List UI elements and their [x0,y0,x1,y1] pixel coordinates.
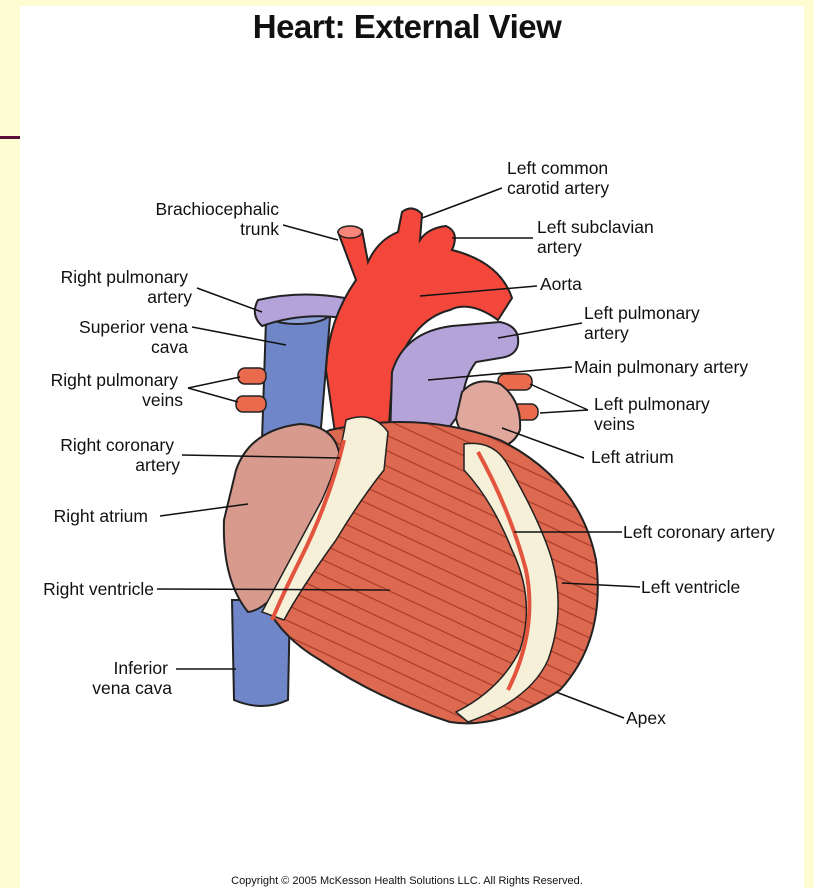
label-left-subclavian-line2: artery [537,237,582,257]
label-left-pulmonary-artery-line1: Left pulmonary [584,303,700,323]
label-left-atrium: Left atrium [591,447,674,467]
copyright-notice: Copyright © 2005 McKesson Health Solutio… [0,875,814,887]
label-left-common-carotid-line2: carotid artery [507,178,609,198]
right-pulmonary-vein-upper [238,368,266,384]
label-apex: Apex [626,708,666,728]
label-left-common-carotid-line1: Left common [507,158,608,178]
label-inferior-vena-cava-line2: vena cava [92,678,172,698]
label-brachiocephalic-line2: trunk [240,219,279,239]
label-right-pulmonary-veins-line1: Right pulmonary [51,370,179,390]
label-superior-vena-cava-line1: Superior vena [79,317,188,337]
label-left-pulmonary-veins-line1: Left pulmonary [594,394,710,414]
label-right-coronary-artery-line1: Right coronary [60,435,174,455]
label-inferior-vena-cava-line1: Inferior [114,658,169,678]
label-superior-vena-cava-line2: cava [151,337,188,357]
label-right-pulmonary-artery-line1: Right pulmonary [61,267,189,287]
label-right-atrium: Right atrium [54,506,148,526]
label-right-pulmonary-veins-line2: veins [142,390,183,410]
label-left-pulmonary-veins-line2: veins [594,414,635,434]
label-right-pulmonary-artery-line2: artery [147,287,192,307]
label-left-subclavian-line1: Left subclavian [537,217,654,237]
label-aorta: Aorta [540,274,582,294]
superior-vena-cava-shape [262,308,330,440]
label-left-coronary-artery: Left coronary artery [623,522,775,542]
label-right-coronary-artery-line2: artery [135,455,180,475]
brachiocephalic-opening [338,226,362,238]
label-right-ventricle: Right ventricle [43,579,154,599]
right-pulmonary-vein-lower [236,396,266,412]
label-main-pulmonary-artery: Main pulmonary artery [574,357,748,377]
label-left-ventricle: Left ventricle [641,577,740,597]
label-brachiocephalic-line1: Brachiocephalic [155,199,279,219]
label-left-pulmonary-artery-line2: artery [584,323,629,343]
